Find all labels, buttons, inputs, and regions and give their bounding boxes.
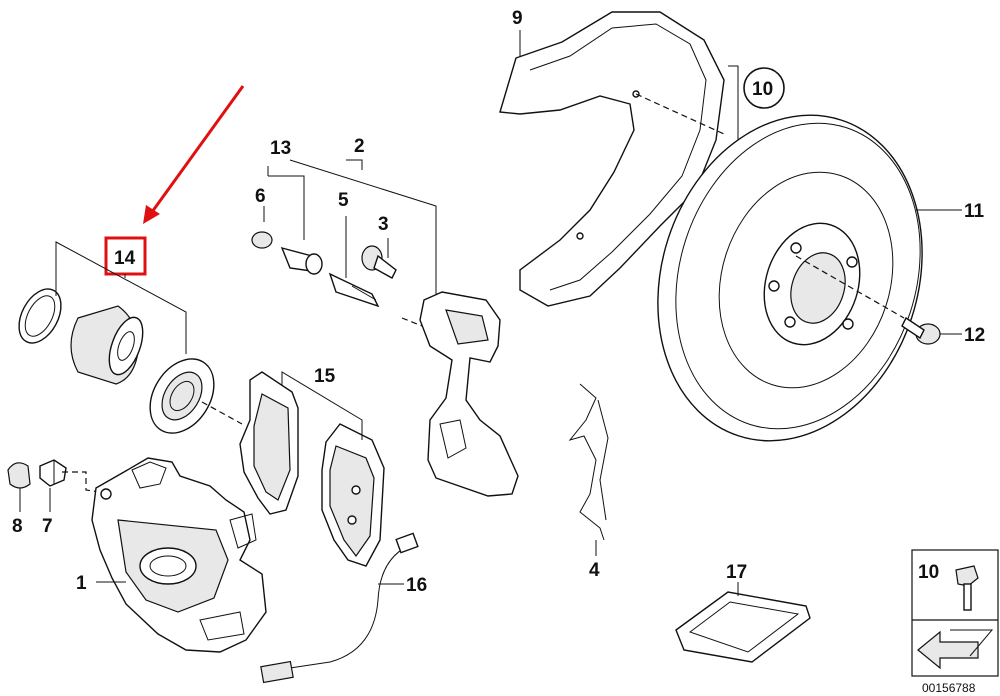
part-5-guide-bolt[interactable] [328, 272, 380, 308]
callout-10: 10 [752, 79, 773, 100]
part-13-guide-bushing[interactable] [280, 246, 323, 275]
callout-1[interactable]: 1 [76, 573, 87, 594]
part-6-cap[interactable] [251, 231, 273, 249]
callout-15[interactable]: 15 [314, 366, 336, 387]
part-15-brake-pads[interactable] [239, 371, 385, 567]
part-4-spring-clip[interactable] [568, 383, 609, 541]
part-11-brake-disc[interactable] [617, 81, 963, 476]
callout-14[interactable]: 14 [114, 248, 136, 269]
part-1-caliper-housing[interactable] [91, 457, 267, 653]
callout-9[interactable]: 9 [512, 8, 523, 29]
callout-2[interactable]: 2 [354, 136, 365, 157]
part-2-caliper-carrier[interactable] [419, 291, 519, 497]
callout-13[interactable]: 13 [270, 138, 291, 159]
callout-16[interactable]: 16 [406, 575, 427, 596]
callout-3[interactable]: 3 [378, 214, 389, 235]
part-3-bolt[interactable] [361, 245, 397, 279]
part-14-piston-kit[interactable] [10, 282, 226, 445]
callout-12[interactable]: 12 [964, 325, 985, 346]
callout-8[interactable]: 8 [12, 516, 23, 537]
callout-17[interactable]: 17 [726, 562, 747, 583]
callout-10-circled[interactable]: 10 [743, 67, 785, 109]
callout-4[interactable]: 4 [589, 560, 600, 581]
callout-5[interactable]: 5 [338, 190, 349, 211]
part-9-dust-shield[interactable] [499, 11, 725, 307]
callout-6[interactable]: 6 [255, 186, 266, 207]
highlight-arrow [143, 85, 245, 224]
image-number: 00156788 [922, 681, 976, 695]
callout-7[interactable]: 7 [42, 516, 53, 537]
part-12-disc-screw[interactable] [901, 316, 941, 345]
part-17-grease-packet[interactable] [675, 591, 811, 663]
part-16-wear-sensor[interactable] [260, 532, 419, 684]
part-7-bleeder-screw[interactable] [39, 459, 67, 487]
legend-ref-10: 10 [918, 562, 939, 583]
legend-box [911, 549, 999, 677]
part-8-cap[interactable] [7, 462, 31, 489]
callout-11[interactable]: 11 [964, 201, 985, 222]
